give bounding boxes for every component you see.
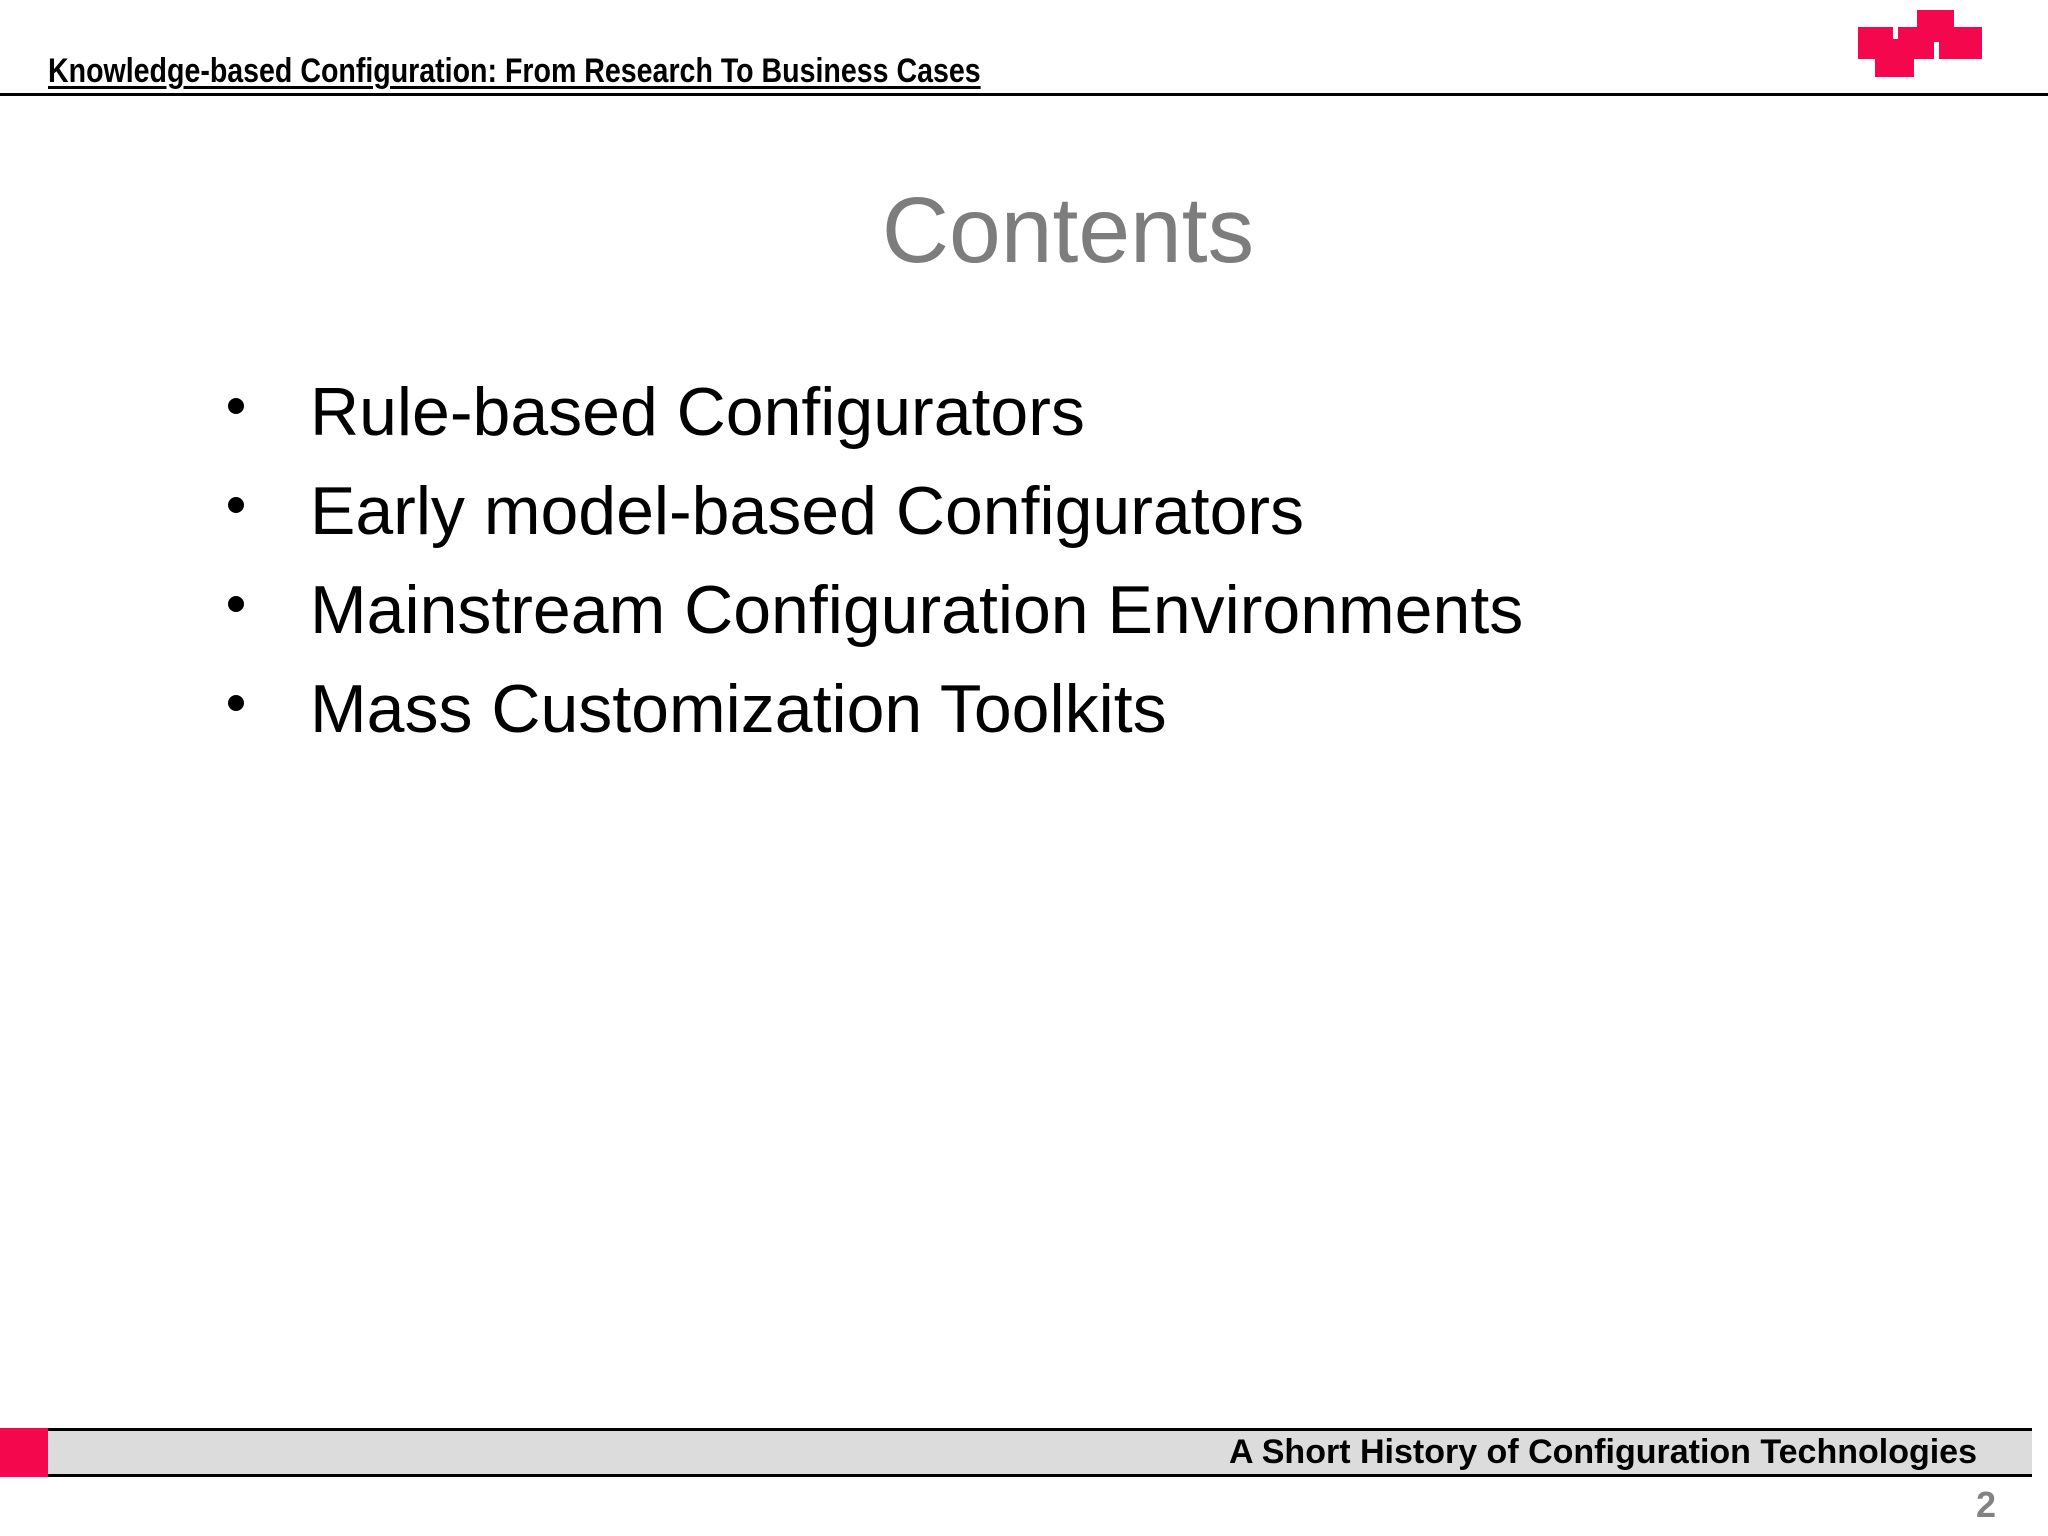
footer-label: A Short History of Configuration Technol… [1229,1433,1977,1471]
bullet-text: Mass Customization Toolkits [310,671,1167,747]
bullet-dot-icon [228,695,244,711]
bullet-text: Mainstream Configuration Environments [310,572,1524,648]
bullet-item: Mainstream Configuration Environments [228,561,1523,660]
pixel-blocks-logo-icon [1858,10,1982,77]
header-title: Knowledge-based Configuration: From Rese… [48,52,981,90]
slide-header: Knowledge-based Configuration: From Rese… [0,0,2048,96]
page-number: 2 [1975,1484,1996,1525]
footer-accent-square [0,1428,48,1477]
bullet-dot-icon [228,497,244,513]
bullet-dot-icon [228,398,244,414]
bullet-dot-icon [228,596,244,612]
slide-title: Contents [881,178,1255,282]
bullet-text: Rule-based Configurators [310,374,1085,450]
footer-bar: A Short History of Configuration Technol… [0,1428,2032,1477]
bullet-item: Rule-based Configurators [228,363,1523,462]
bullet-text: Early model-based Configurators [310,473,1305,549]
bullet-item: Early model-based Configurators [228,462,1523,561]
bullet-item: Mass Customization Toolkits [228,660,1523,759]
bullet-list: Rule-based Configurators Early model-bas… [228,363,1523,759]
